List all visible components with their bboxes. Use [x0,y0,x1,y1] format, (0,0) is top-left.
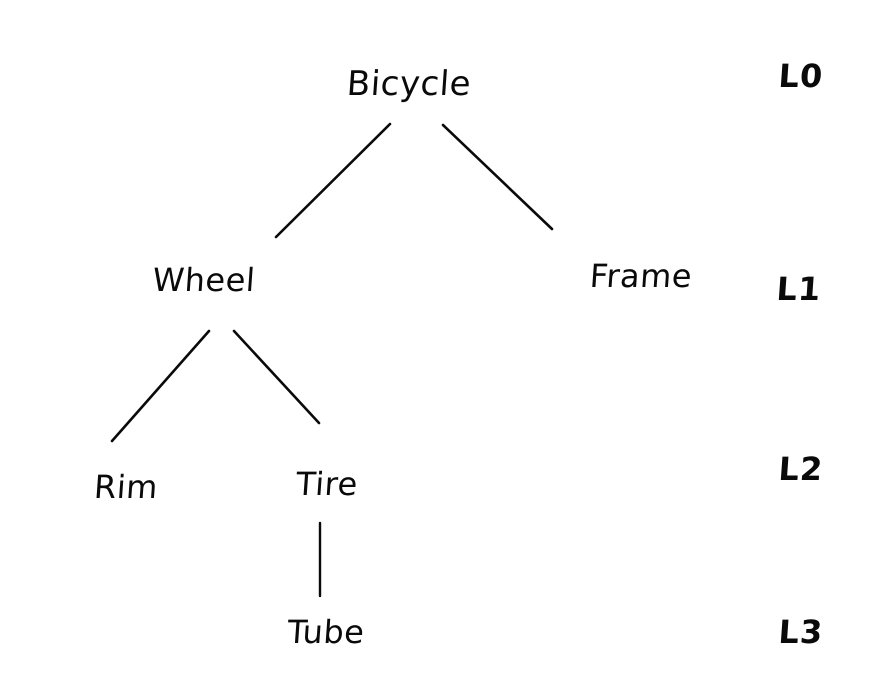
edge-bicycle-frame [441,123,554,231]
level-label-l3: L3 [777,613,825,651]
level-label-l1: L1 [775,270,823,308]
node-rim: Rim [92,468,160,506]
node-bicycle: Bicycle [345,64,473,104]
node-frame: Frame [588,257,694,295]
edge-wheel-rim [110,329,211,443]
level-label-l2: L2 [777,450,825,488]
node-wheel: Wheel [151,261,257,299]
node-tube: Tube [286,613,366,651]
level-label-l0: L0 [777,57,825,95]
edge-bicycle-wheel [274,122,392,239]
edge-wheel-tire [232,329,321,425]
node-tire: Tire [294,465,360,503]
